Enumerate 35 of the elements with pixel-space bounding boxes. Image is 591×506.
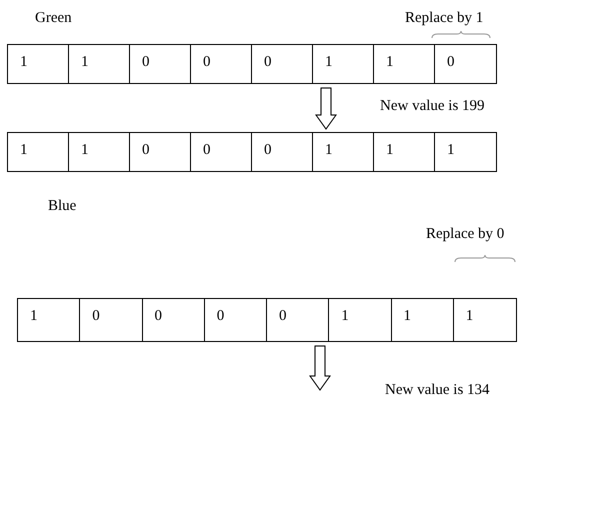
bit-cell: 0 <box>252 45 313 83</box>
bit-cell: 1 <box>8 133 69 171</box>
bit-cell: 0 <box>191 133 252 171</box>
bit-cell: 1 <box>374 45 435 83</box>
arrow <box>315 88 337 130</box>
bit-cell: 1 <box>313 45 374 83</box>
bit-cell: 0 <box>80 299 142 341</box>
bit-cell: 1 <box>18 299 80 341</box>
bit-cell: 1 <box>329 299 392 341</box>
note-text: Green <box>35 10 72 27</box>
bit-cell: 1 <box>454 299 516 341</box>
bit-cell: 0 <box>191 45 252 83</box>
bit-cell: 1 <box>392 299 454 341</box>
bit-cell: 0 <box>267 299 330 341</box>
bit-cell: 0 <box>435 45 496 83</box>
bit-cell: 0 <box>252 133 313 171</box>
bit-cell: 1 <box>435 133 496 171</box>
arrow <box>309 346 331 391</box>
note-text: New value is 199 <box>380 98 485 115</box>
bit-cell: 1 <box>69 133 130 171</box>
bit-array <box>7 44 497 84</box>
bit-cell: 0 <box>130 45 191 83</box>
note-text: Replace by 0 <box>426 226 504 243</box>
bit-cell: 0 <box>142 299 205 341</box>
bit-cell: 0 <box>130 133 191 171</box>
bit-cell: 0 <box>204 299 267 341</box>
bit-cell: 1 <box>8 45 69 83</box>
bit-cell: 1 <box>313 133 374 171</box>
note-text: Replace by 1 <box>405 10 484 27</box>
note-text: Blue <box>48 198 76 215</box>
note-text: New value is 134 <box>385 382 490 399</box>
bit-cell: 1 <box>69 45 130 83</box>
bit-array <box>17 298 517 342</box>
bit-cell: 1 <box>374 133 435 171</box>
bit-array <box>7 132 497 172</box>
